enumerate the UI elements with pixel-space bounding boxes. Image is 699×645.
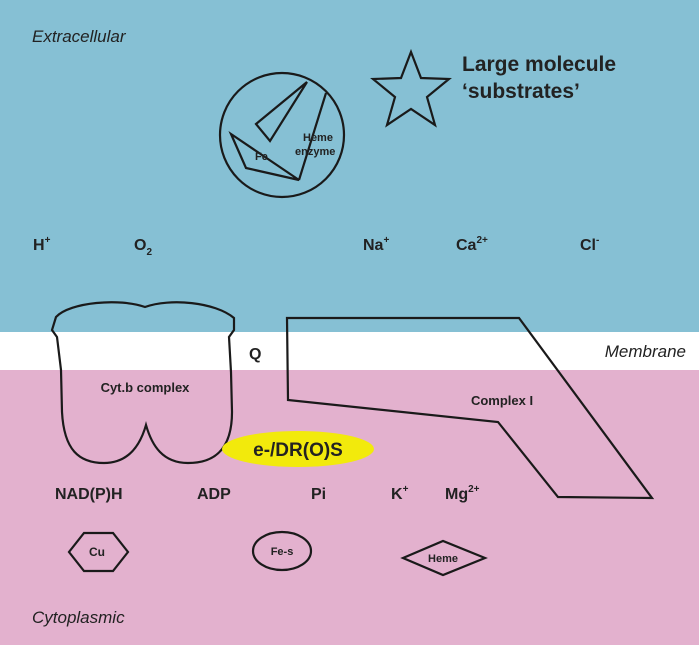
heme-enzyme-label-line1: Heme (303, 132, 333, 144)
membrane-region (0, 332, 699, 370)
heme-enzyme-circle (218, 71, 346, 199)
ion-calcium: Ca2+ (456, 235, 488, 254)
cytoplasmic-label: Cytoplasmic (32, 608, 125, 627)
fe-s-label: Fe-s (271, 546, 294, 558)
iron-label: Fe (255, 151, 268, 163)
complex-i-shape (285, 316, 655, 500)
ion-oxygen: O2 (134, 237, 152, 258)
ion-magnesium: Mg2+ (445, 484, 480, 503)
heme-enzyme-arm (297, 92, 328, 181)
quinone-label: Q (249, 346, 261, 363)
heme-enzyme-heme-shape (228, 130, 300, 182)
mol-adp: ADP (197, 486, 231, 503)
ion-hydrogen: H+ (33, 235, 51, 254)
copper-hexagon (67, 531, 130, 573)
mol-nadph: NAD(P)H (55, 486, 123, 503)
substrates-label-line1: Large molecule (462, 53, 616, 76)
ion-potassium: K+ (391, 484, 409, 503)
cytoplasmic-region (0, 370, 699, 645)
redox-species-label: e-/DR(O)S (253, 440, 343, 461)
membrane-label: Membrane (605, 342, 686, 361)
fe-s-cluster-oval (251, 530, 313, 572)
ion-chloride: Cl- (580, 235, 599, 254)
heme-diamond (400, 539, 488, 577)
complex-i-label: Complex I (471, 393, 533, 408)
heme-enzyme-wedge (254, 81, 308, 143)
heme-enzyme-label-line2: enzyme (295, 146, 335, 158)
mol-pi: Pi (311, 486, 326, 503)
heme-label: Heme (428, 553, 458, 565)
redox-species-highlight (222, 431, 374, 467)
heme-enzyme: Fe Heme enzyme (218, 71, 346, 199)
cyt-b-complex-shape (50, 301, 236, 465)
extracellular-label: Extracellular (32, 27, 127, 46)
extracellular-region (0, 0, 699, 332)
star-icon (370, 48, 452, 128)
ion-sodium: Na+ (363, 235, 389, 254)
substrates-label-line2: ‘substrates’ (462, 80, 580, 103)
copper-label: Cu (89, 545, 105, 559)
cyt-b-complex-label: Cyt.b complex (101, 380, 191, 395)
